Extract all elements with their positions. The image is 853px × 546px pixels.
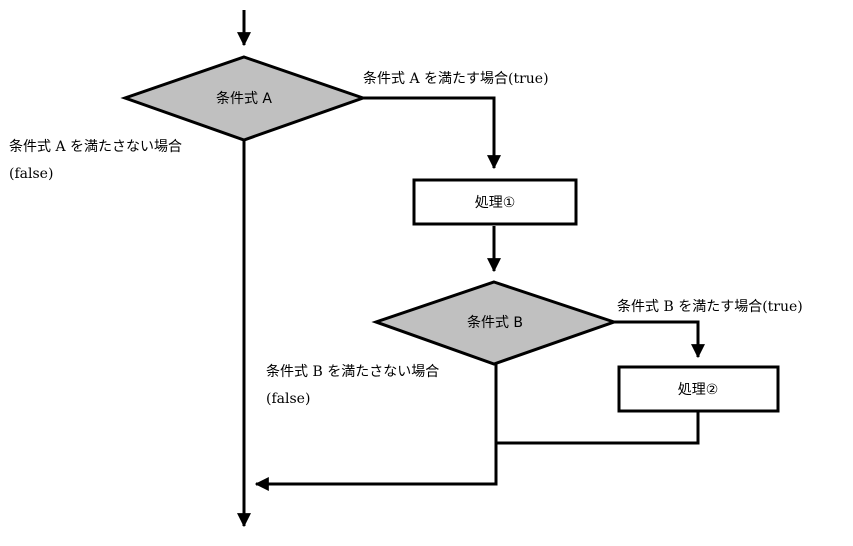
- decision-b-diamond: [371, 280, 619, 366]
- label-a-true: 条件式 A を満たす場合(true): [363, 70, 549, 87]
- decision-b-label: 条件式 B: [467, 314, 523, 331]
- b-true-connector: [614, 320, 705, 359]
- proc2-merge-connector: [496, 412, 700, 445]
- a-true-connector: [363, 96, 501, 170]
- process-1: 処理①: [412, 178, 578, 226]
- process-2-label: 処理②: [678, 382, 719, 398]
- decision-a: 条件式 A: [120, 55, 368, 142]
- connectors: [237, 10, 705, 528]
- decision-b: 条件式 B: [371, 280, 619, 366]
- label-a-false-line2: (false): [9, 166, 53, 182]
- decision-a-label: 条件式 A: [216, 90, 272, 107]
- label-b-false-line2: (false): [266, 391, 310, 407]
- process-2: 処理②: [617, 365, 780, 413]
- process-1-label: 処理①: [475, 195, 516, 211]
- label-b-false-line1: 条件式 B を満たさない場合: [266, 363, 439, 380]
- label-b-true: 条件式 B を満たす場合(true): [617, 298, 803, 315]
- label-a-false-line1: 条件式 A を満たさない場合: [9, 138, 182, 155]
- process-2-box: [617, 365, 780, 413]
- decision-a-diamond: [120, 55, 368, 142]
- b-false-connector: [254, 363, 498, 491]
- process-1-box: [412, 178, 578, 226]
